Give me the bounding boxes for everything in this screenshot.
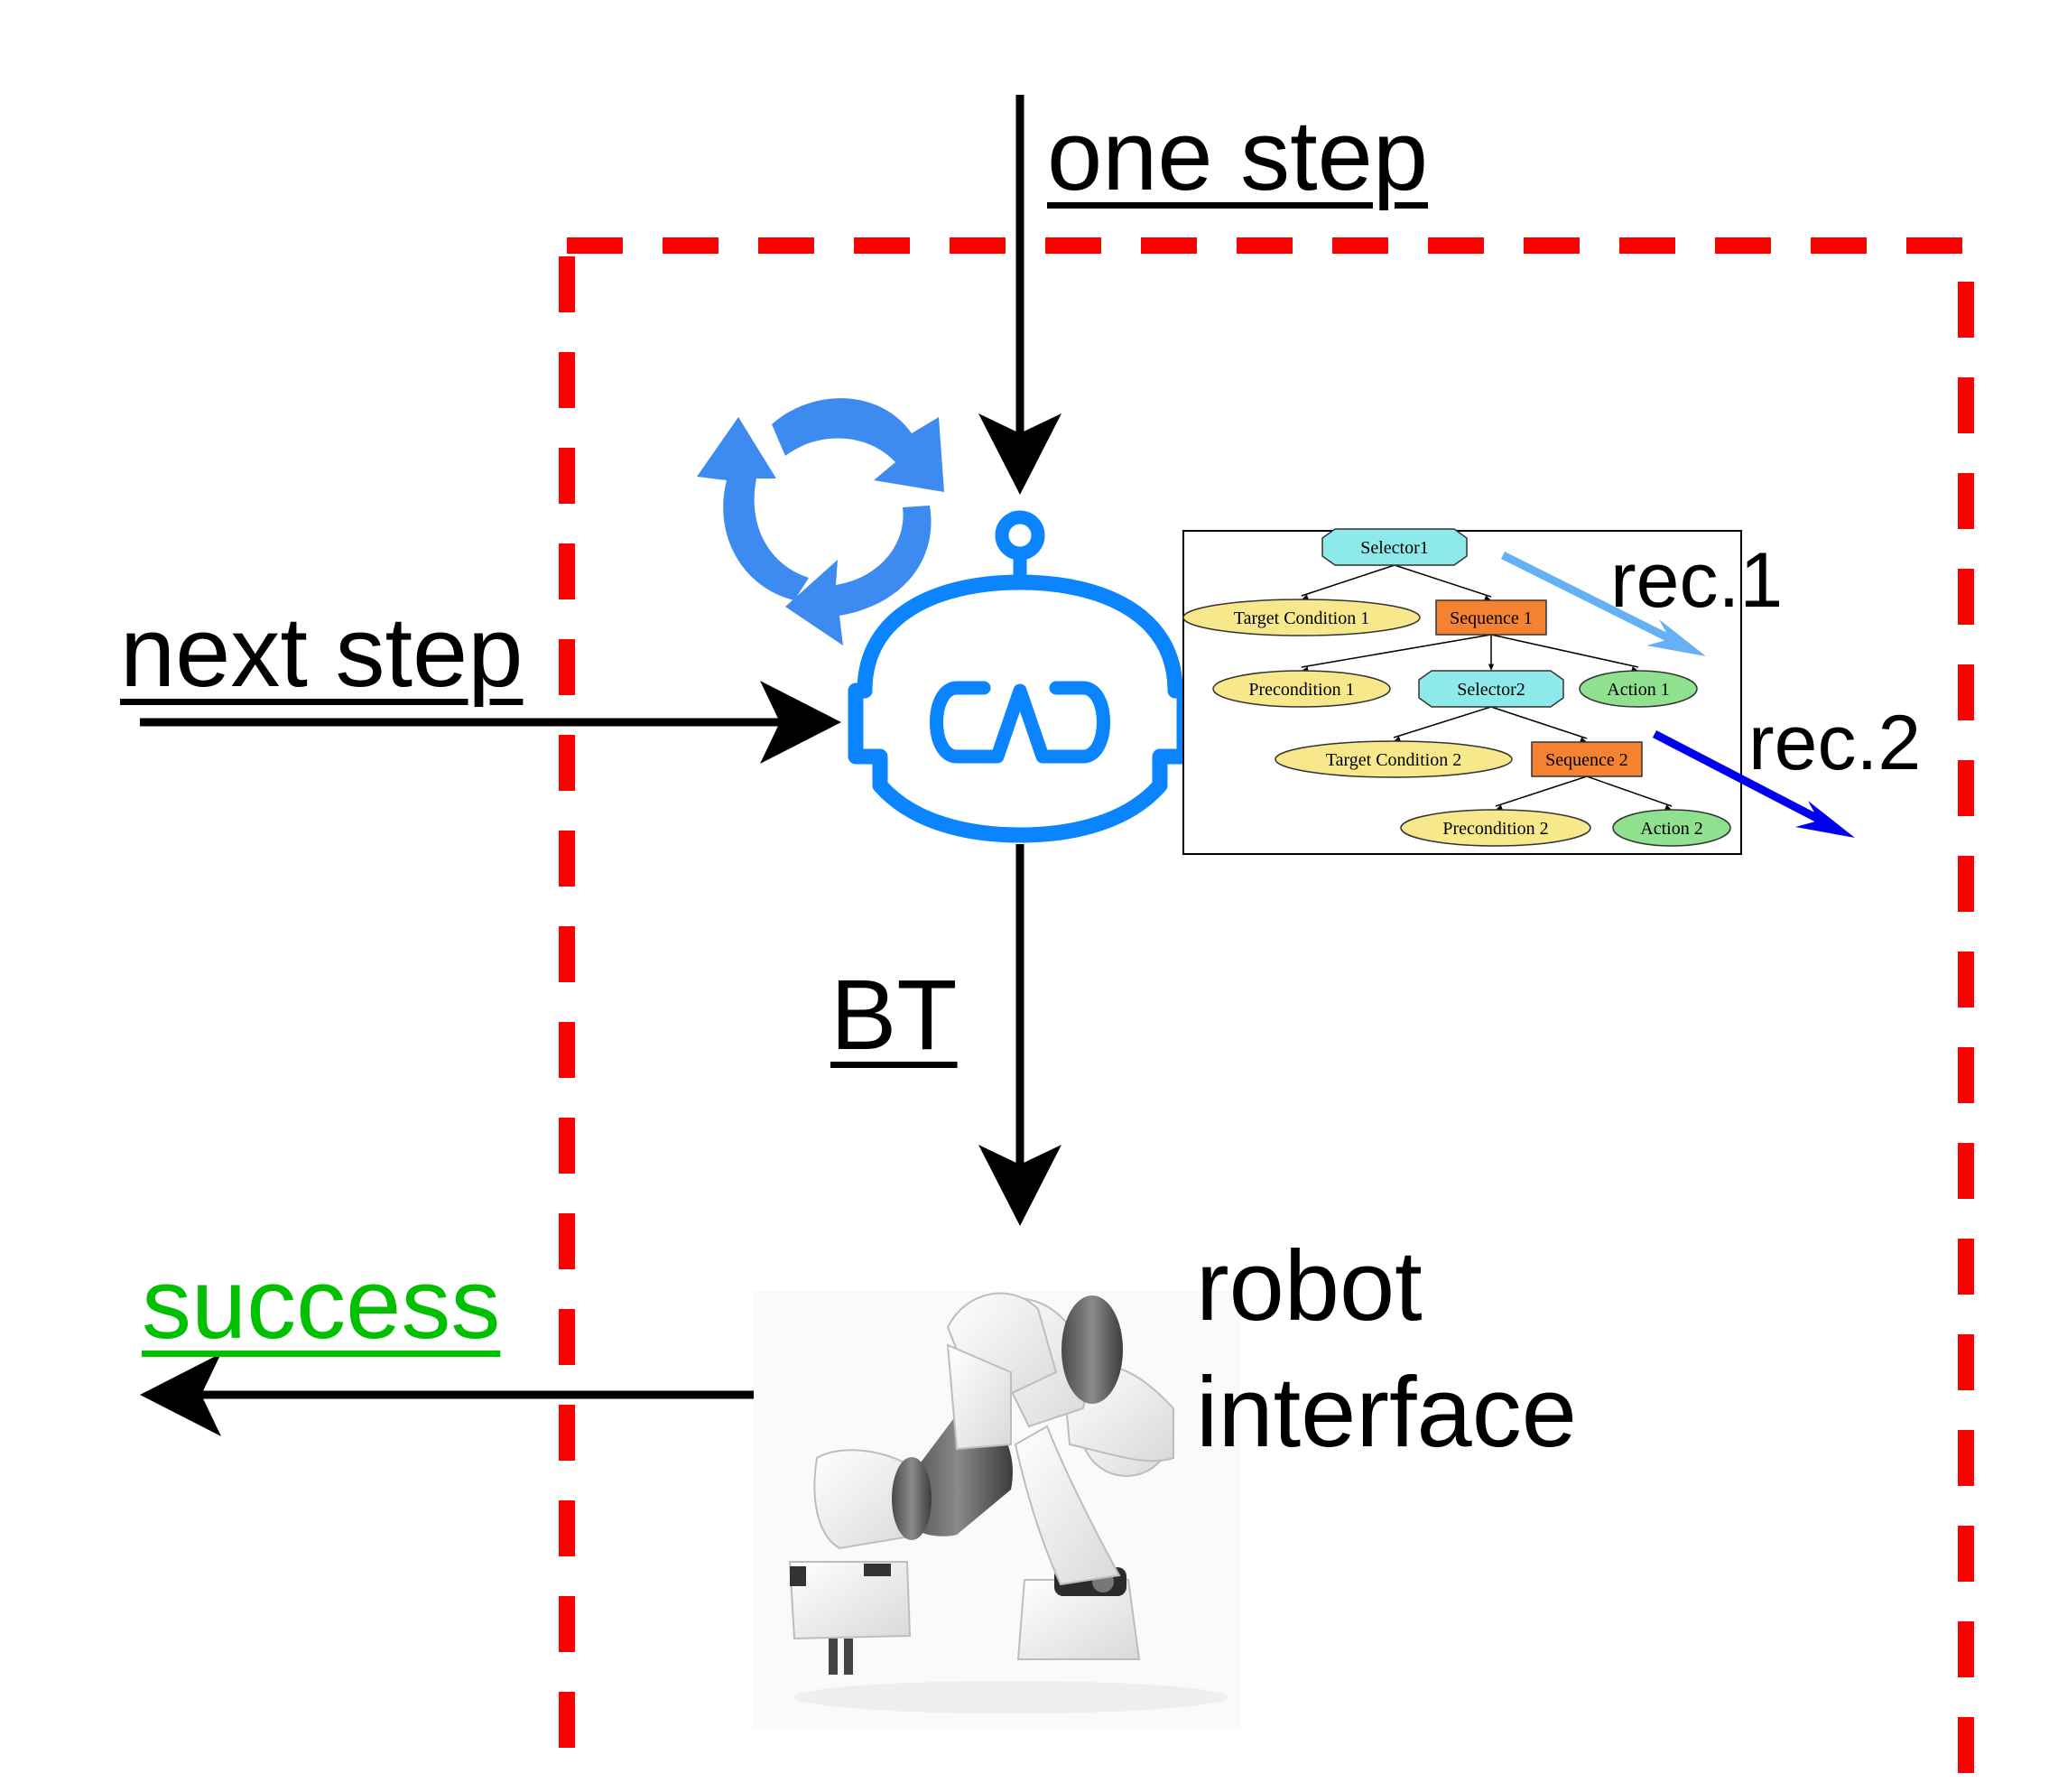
bt-node-label: Selector1 [1360, 538, 1429, 558]
robot-interface-label-line2: interface [1196, 1357, 1577, 1468]
bt-edge-arrowhead [1484, 595, 1491, 601]
bt-arrow [978, 844, 1061, 1226]
success-label: success [142, 1249, 501, 1360]
one-step-label: one step [1047, 100, 1429, 211]
bt-edge-selector1-target_condition_1 [1301, 564, 1395, 597]
bt-node-label: Sequence 1 [1450, 608, 1533, 628]
next-step-arrow [140, 681, 841, 764]
bt-node-label: Target Condition 2 [1326, 750, 1461, 770]
bt-edge-selector1-sequence_1 [1394, 564, 1492, 598]
rec1-label: rec.1 [1610, 537, 1784, 624]
bt-edge-sequence_1-action_1 [1490, 634, 1639, 668]
success-arrow [140, 1353, 755, 1436]
bt-node-action-1 [1579, 670, 1698, 708]
bt-node-sequence-2 [1531, 741, 1643, 777]
bt-node-selector1 [1321, 528, 1468, 566]
rec1-arrow [1500, 551, 1706, 656]
bt-node-label: Selector2 [1457, 680, 1525, 700]
bt-label: BT [830, 960, 958, 1071]
refresh-cycle-icon [697, 398, 944, 645]
bt-edge-sequence_2-action_2 [1586, 775, 1673, 807]
bt-node-selector2 [1418, 670, 1564, 708]
bt-edge-sequence_1-precondition_1 [1301, 634, 1492, 668]
bt-node-target-condition-1 [1182, 599, 1421, 636]
bt-node-sequence-1 [1435, 599, 1547, 636]
robot-arm-image [754, 1291, 1241, 1729]
bt-edge-sequence_2-precondition_2 [1495, 775, 1588, 807]
bt-node-label: Action 2 [1640, 819, 1702, 839]
bt-node-label: Precondition 2 [1442, 819, 1548, 839]
bt-edge-arrowhead [1302, 594, 1309, 600]
bt-node-precondition-2 [1400, 809, 1591, 847]
bt-edge-arrowhead [1394, 736, 1401, 742]
bt-node-label: Precondition 1 [1248, 680, 1354, 700]
bt-node-label: Target Condition 1 [1234, 608, 1369, 628]
behavior-tree-edges [1301, 564, 1673, 811]
one-step-arrow [978, 95, 1061, 495]
bt-node-label: Sequence 2 [1545, 750, 1628, 770]
bt-node-action-2 [1612, 809, 1731, 847]
bt-edge-arrowhead [1488, 664, 1495, 671]
system-boundary [559, 237, 1974, 1792]
bt-edge-arrowhead [1580, 737, 1587, 743]
rec2-label: rec.2 [1748, 700, 1922, 786]
bt-edge-arrowhead [1496, 804, 1503, 811]
rec2-arrow [1652, 730, 1855, 838]
bt-node-label: Action 1 [1607, 680, 1669, 700]
bt-edge-selector2-target_condition_2 [1393, 706, 1492, 738]
bt-edge-arrowhead [1664, 804, 1672, 811]
next-step-label: next step [120, 597, 524, 708]
bt-node-target-condition-2 [1275, 740, 1513, 778]
bt-node-precondition-1 [1212, 670, 1391, 708]
robot-interface-label-line1: robot [1196, 1230, 1423, 1342]
bt-edge-selector2-sequence_2 [1490, 706, 1588, 739]
llm-robot-icon [848, 510, 1192, 843]
